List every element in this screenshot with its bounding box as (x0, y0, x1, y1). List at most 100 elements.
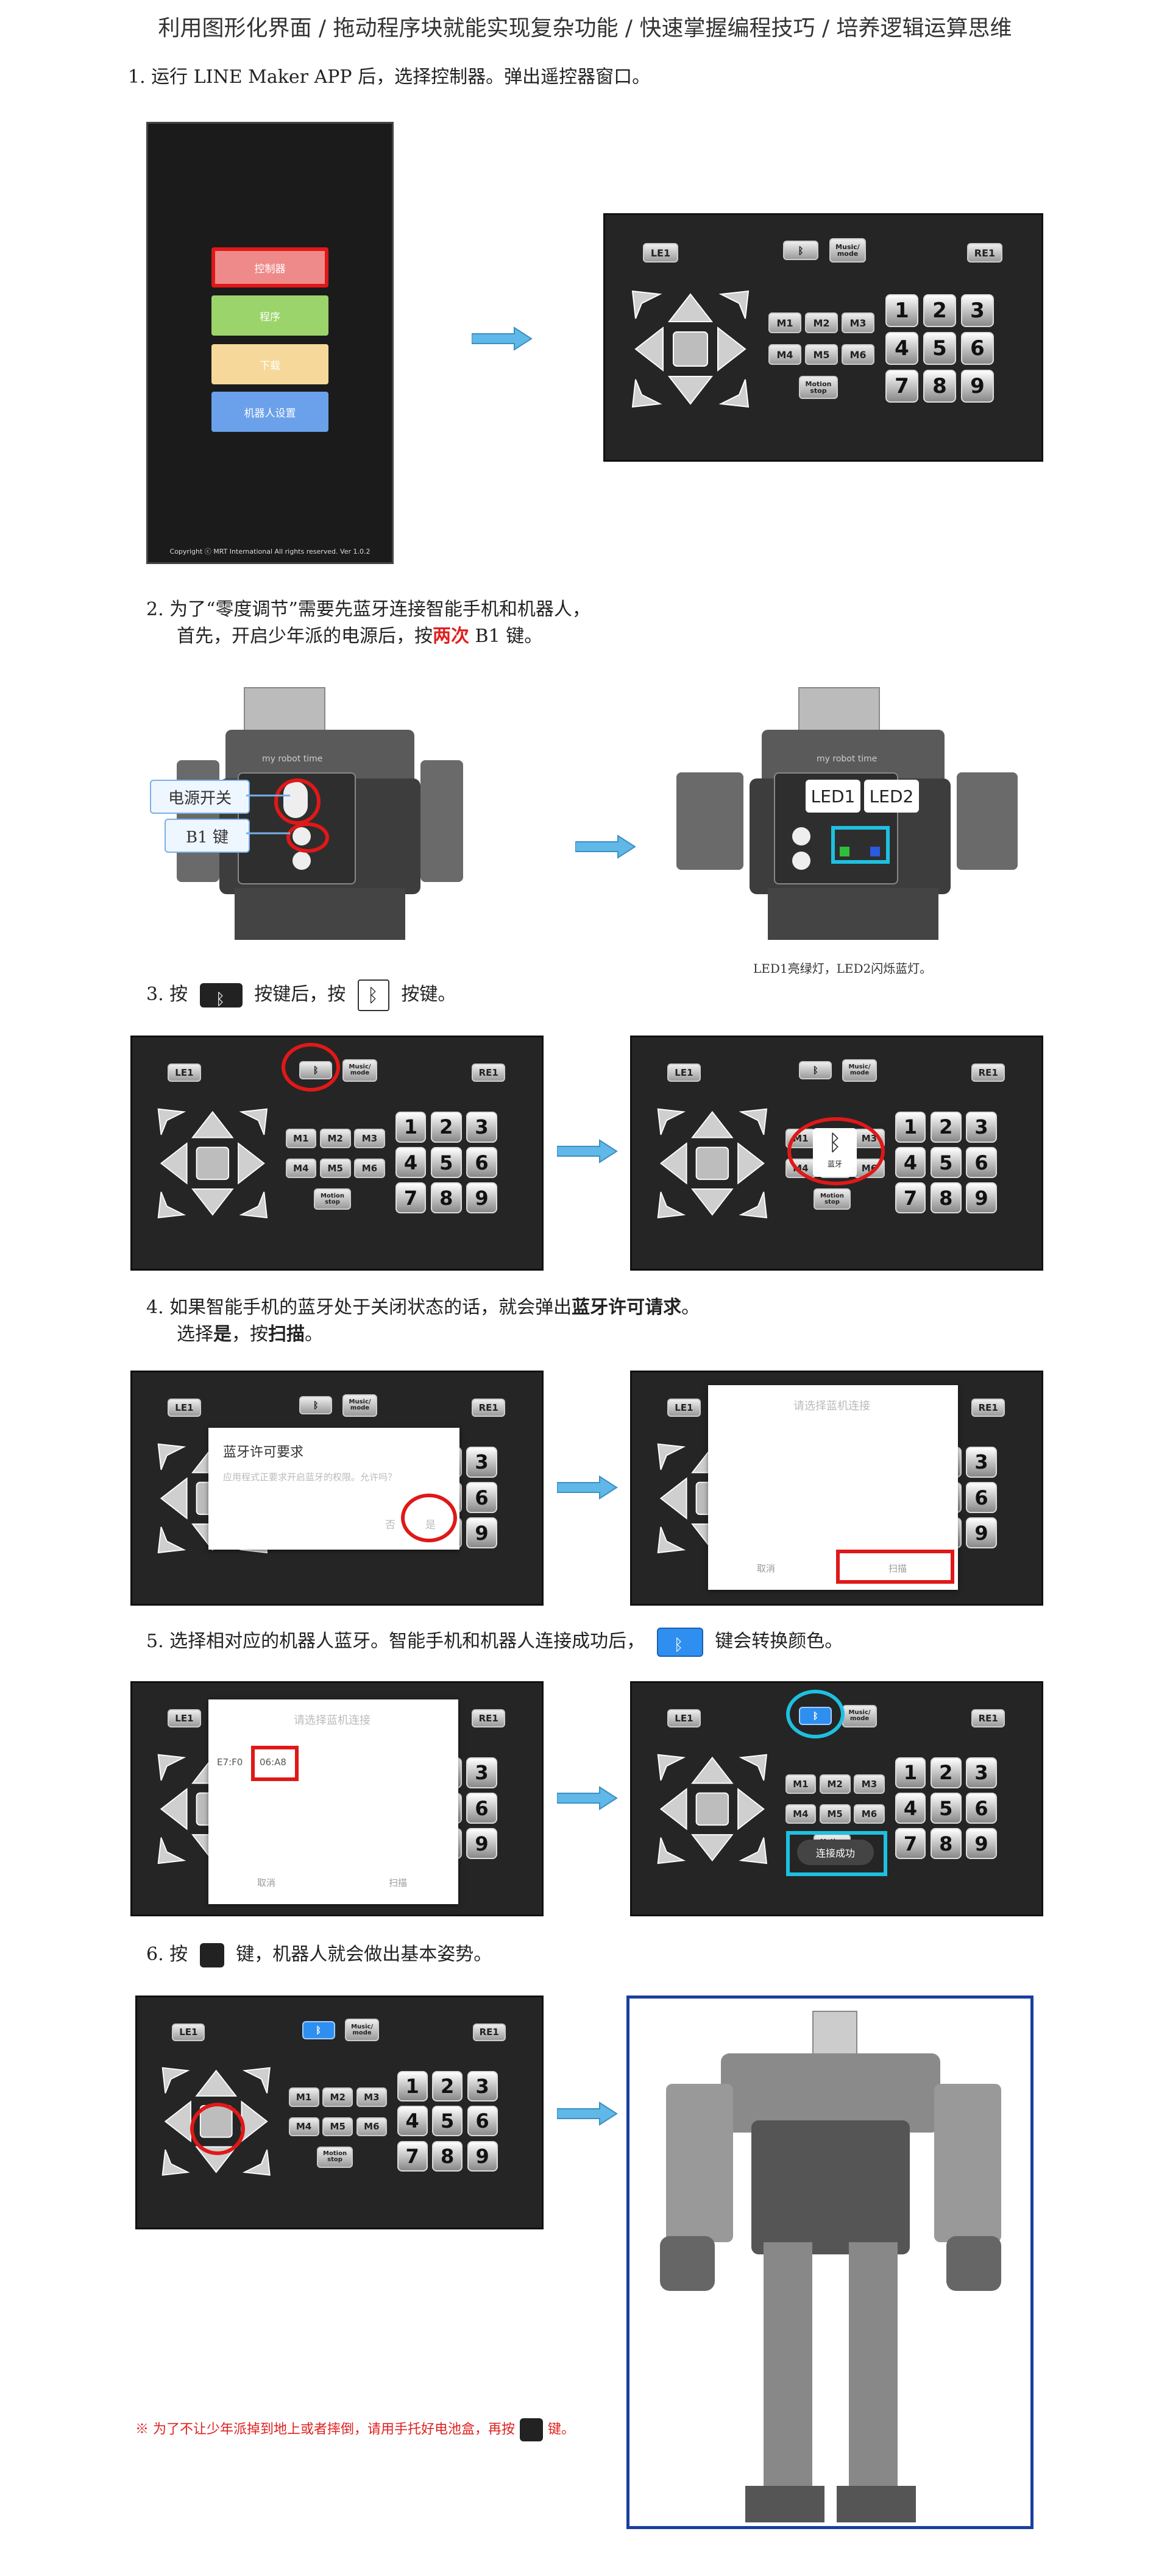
dialog-cancel-button[interactable]: 取消 (257, 1877, 276, 1888)
dpad-center-key[interactable] (695, 1792, 729, 1826)
dpad-up-left-icon[interactable] (157, 1754, 186, 1780)
dpad-down-right-icon[interactable] (718, 379, 750, 408)
dialog-cancel-button[interactable]: 取消 (757, 1563, 776, 1574)
dpad-down-right-icon[interactable] (739, 1837, 767, 1864)
m4-button[interactable]: M4 (288, 2117, 319, 2137)
number-key-3[interactable]: 3 (966, 1447, 997, 1478)
dpad-left-icon[interactable] (659, 1477, 687, 1520)
dpad-up-left-icon[interactable] (657, 1754, 686, 1780)
le1-button[interactable]: LE1 (168, 1064, 201, 1082)
dpad-up-icon[interactable] (690, 1756, 734, 1784)
m5-button[interactable]: M5 (805, 344, 838, 365)
number-key-2[interactable]: 2 (430, 1112, 462, 1143)
menu-controller[interactable]: 控制器 (211, 247, 328, 288)
m2-button[interactable]: M2 (319, 1129, 351, 1149)
le1-button[interactable]: LE1 (168, 1399, 201, 1417)
dpad-up-left-icon[interactable] (631, 290, 662, 319)
number-key-2[interactable]: 2 (432, 2070, 463, 2101)
menu-program[interactable]: 程序 (211, 295, 328, 336)
number-key-9[interactable]: 9 (961, 370, 994, 403)
dpad-down-icon[interactable] (667, 376, 714, 405)
dpad-right-icon[interactable] (737, 1787, 765, 1830)
m5-button[interactable]: M5 (319, 1158, 351, 1178)
m3-button[interactable]: M3 (854, 1774, 885, 1794)
number-key-3[interactable]: 3 (466, 1447, 497, 1478)
re1-button[interactable]: RE1 (472, 2023, 506, 2042)
device-list-item-a[interactable]: E7:F0 (217, 1757, 243, 1768)
dpad-down-left-icon[interactable] (161, 2150, 190, 2176)
dpad-right-icon[interactable] (237, 1142, 265, 1185)
direction-pad[interactable] (155, 1106, 270, 1221)
m3-button[interactable]: M3 (354, 1129, 385, 1149)
dpad-down-left-icon[interactable] (657, 1837, 686, 1864)
dpad-down-left-icon[interactable] (631, 379, 662, 408)
number-key-5[interactable]: 5 (930, 1147, 962, 1178)
m5-button[interactable]: M5 (322, 2117, 353, 2137)
music-mode-button[interactable]: Music/ mode (345, 2019, 379, 2042)
dpad-center-key[interactable] (196, 1146, 229, 1180)
m3-button[interactable]: M3 (356, 2087, 387, 2107)
number-key-1[interactable]: 1 (395, 1112, 427, 1143)
music-mode-button[interactable]: Music/ mode (842, 1704, 877, 1728)
menu-robot-settings[interactable]: 机器人设置 (211, 392, 328, 432)
dpad-left-icon[interactable] (160, 1477, 188, 1520)
dpad-up-left-icon[interactable] (657, 1108, 686, 1135)
number-key-9[interactable]: 9 (467, 2140, 498, 2172)
m2-button[interactable]: M2 (322, 2087, 353, 2107)
dpad-down-right-icon[interactable] (239, 1191, 268, 1218)
dpad-center-key[interactable] (673, 331, 708, 367)
music-mode-button[interactable]: Music/ mode (342, 1394, 377, 1417)
dpad-up-icon[interactable] (195, 2070, 238, 2097)
bluetooth-button[interactable]: ᛒ (799, 1061, 832, 1080)
number-key-7[interactable]: 7 (895, 1828, 926, 1860)
number-key-4[interactable]: 4 (895, 1793, 926, 1824)
number-key-6[interactable]: 6 (466, 1147, 497, 1178)
dpad-left-icon[interactable] (164, 2100, 192, 2143)
number-key-9[interactable]: 9 (966, 1182, 997, 1214)
re1-button[interactable]: RE1 (971, 1399, 1005, 1417)
le1-button[interactable]: LE1 (168, 1709, 201, 1728)
re1-button[interactable]: RE1 (971, 1709, 1005, 1728)
dialog-scan-button[interactable]: 扫描 (389, 1877, 408, 1888)
motion-stop-button[interactable]: Motion stop (314, 1188, 351, 1210)
dpad-up-left-icon[interactable] (157, 1443, 186, 1470)
number-key-7[interactable]: 7 (397, 2140, 428, 2172)
number-key-9[interactable]: 9 (466, 1517, 497, 1549)
dpad-up-right-icon[interactable] (718, 290, 750, 319)
m1-button[interactable]: M1 (768, 312, 801, 333)
m2-button[interactable]: M2 (819, 1774, 851, 1794)
dpad-down-right-icon[interactable] (739, 1191, 767, 1218)
dpad-right-icon[interactable] (717, 326, 746, 372)
dpad-left-icon[interactable] (160, 1142, 188, 1185)
number-key-4[interactable]: 4 (885, 332, 918, 365)
dpad-down-left-icon[interactable] (157, 1837, 186, 1864)
le1-button[interactable]: LE1 (172, 2023, 205, 2042)
dpad-down-left-icon[interactable] (657, 1191, 686, 1218)
menu-download[interactable]: 下载 (211, 344, 328, 384)
music-mode-button[interactable]: Music/ mode (342, 1059, 377, 1082)
number-key-6[interactable]: 6 (466, 1482, 497, 1513)
number-key-1[interactable]: 1 (397, 2070, 428, 2101)
dpad-up-left-icon[interactable] (657, 1443, 686, 1470)
music-mode-button[interactable]: Music/ mode (842, 1059, 877, 1082)
device-list-item-b[interactable]: 06:A8 (260, 1757, 286, 1768)
dpad-down-icon[interactable] (690, 1833, 734, 1861)
dpad-left-icon[interactable] (160, 1787, 188, 1830)
number-key-9[interactable]: 9 (966, 1828, 997, 1860)
m6-button[interactable]: M6 (854, 1804, 885, 1824)
re1-button[interactable]: RE1 (967, 243, 1002, 263)
m1-button[interactable]: M1 (285, 1129, 317, 1149)
number-key-3[interactable]: 3 (966, 1112, 997, 1143)
m6-button[interactable]: M6 (356, 2117, 387, 2137)
dialog-no-button[interactable]: 否 (385, 1519, 395, 1531)
number-key-6[interactable]: 6 (966, 1793, 997, 1824)
le1-button[interactable]: LE1 (667, 1064, 701, 1082)
re1-button[interactable]: RE1 (472, 1709, 505, 1728)
m4-button[interactable]: M4 (785, 1804, 817, 1824)
number-key-5[interactable]: 5 (430, 1147, 462, 1178)
motion-stop-button[interactable]: Motion stop (814, 1188, 851, 1210)
motion-stop-button[interactable]: Motion stop (316, 2146, 353, 2168)
m2-button[interactable]: M2 (805, 312, 838, 333)
number-key-5[interactable]: 5 (930, 1793, 962, 1824)
number-key-4[interactable]: 4 (895, 1147, 926, 1178)
